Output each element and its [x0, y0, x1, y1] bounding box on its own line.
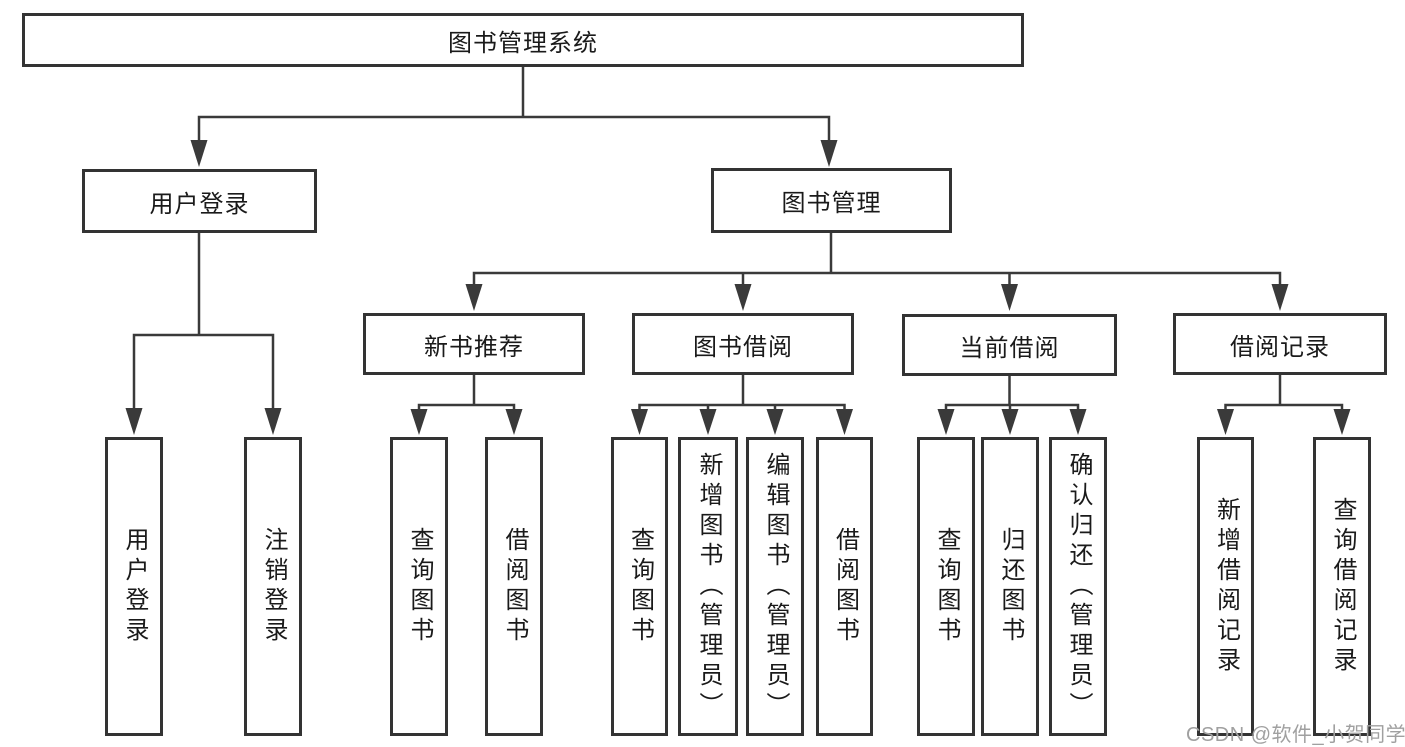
node-book-management-label: 图书管理 [781, 190, 882, 217]
leaf-return-books-label: 归还图书 [997, 526, 1024, 647]
leaf-user-login-label: 用户登录 [121, 526, 148, 647]
leaf-user-login: 用户登录 [105, 437, 163, 736]
leaf-query-borrow-record: 查询借阅记录 [1313, 437, 1371, 736]
connector-root [197, 67, 831, 142]
leaf-confirm-return-admin-label: 确认归还（管理员） [1065, 451, 1092, 722]
node-user-login-label: 用户登录 [149, 190, 250, 218]
node-book-management: 图书管理 [711, 168, 952, 233]
leaf-query-books: 查询图书 [611, 437, 668, 736]
leaf-return-books: 归还图书 [981, 437, 1039, 736]
node-book-borrow: 图书借阅 [632, 313, 854, 375]
node-current-borrow-label: 当前借阅 [959, 334, 1060, 362]
node-new-book-recommend: 新书推荐 [363, 313, 585, 375]
leaf-borrow-books-label: 借阅图书 [501, 526, 528, 647]
watermark: CSDN @软件_小贺同学 [1186, 724, 1405, 746]
leaf-add-borrow-record-label: 新增借阅记录 [1212, 496, 1240, 677]
leaf-query-books: 查询图书 [917, 437, 975, 736]
leaf-add-borrow-record: 新增借阅记录 [1197, 437, 1254, 736]
node-book-borrow-label: 图书借阅 [693, 333, 793, 361]
connector-borrow-record [1224, 375, 1344, 411]
leaf-borrow-books: 借阅图书 [485, 437, 543, 736]
leaf-query-books-label: 查询图书 [406, 526, 433, 647]
node-root: 图书管理系统 [22, 13, 1024, 67]
leaf-borrow-books-label: 借阅图书 [831, 526, 859, 647]
connector-new-book-recommend [417, 375, 516, 411]
node-current-borrow: 当前借阅 [902, 314, 1117, 376]
node-root-label: 图书管理系统 [448, 29, 598, 57]
leaf-logout: 注销登录 [244, 437, 302, 736]
leaf-borrow-books: 借阅图书 [816, 437, 873, 736]
leaf-query-books: 查询图书 [390, 437, 448, 736]
connector-user-login [132, 233, 275, 410]
leaf-add-books-admin-label: 新增图书（管理员） [695, 451, 722, 722]
node-new-book-recommend-label: 新书推荐 [424, 333, 524, 361]
leaf-edit-books-admin: 编辑图书（管理员） [746, 437, 804, 736]
node-borrow-record: 借阅记录 [1173, 313, 1387, 375]
leaf-query-borrow-record-label: 查询借阅记录 [1329, 496, 1356, 677]
leaf-logout-label: 注销登录 [260, 526, 287, 647]
leaf-query-books-label: 查询图书 [626, 526, 654, 647]
leaf-add-books-admin: 新增图书（管理员） [678, 437, 738, 736]
node-user-login: 用户登录 [82, 169, 317, 233]
connector-book-borrow [638, 375, 846, 411]
node-borrow-record-label: 借阅记录 [1230, 333, 1330, 361]
leaf-confirm-return-admin: 确认归还（管理员） [1049, 437, 1107, 736]
leaf-query-books-label: 查询图书 [933, 526, 960, 647]
connector-book-management [472, 233, 1282, 285]
connector-current-borrow [944, 376, 1080, 411]
leaf-edit-books-admin-label: 编辑图书（管理员） [762, 451, 789, 722]
